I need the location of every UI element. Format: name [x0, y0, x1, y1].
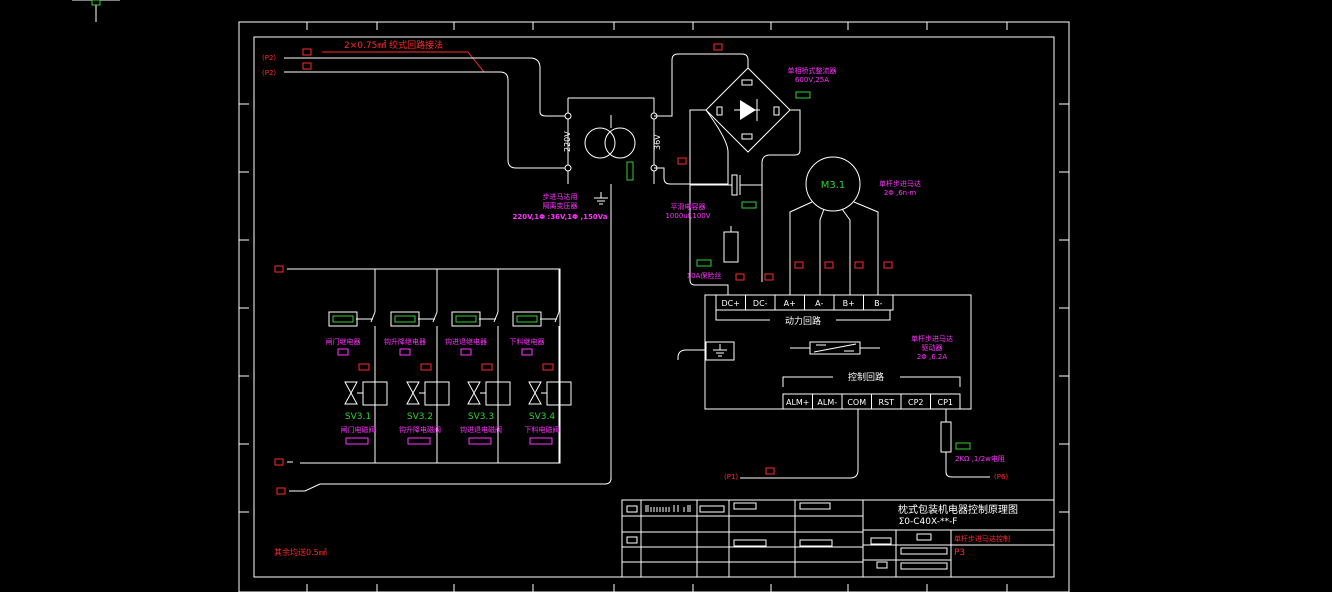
- remaining-wiring-note: 其余均送0.5㎟: [274, 547, 327, 557]
- valve-caption: 下料电磁阀: [525, 425, 560, 434]
- transformer-primary: 220V: [563, 131, 572, 152]
- terminal-p1: (P1): [724, 473, 738, 481]
- isolation-transformer: 220V 36V: [563, 97, 662, 480]
- driver-power-terminals: DC+ DC- A+ A- B+ B-: [715, 294, 894, 311]
- control-loop-label: 控制回路: [848, 371, 884, 383]
- control-terminal-label: ALM-: [817, 398, 837, 407]
- svg-text:隔离变压器: 隔离变压器: [543, 201, 578, 210]
- terminal-p6: (P6): [994, 473, 1008, 481]
- svg-text:单杆步进马达: 单杆步进马达: [911, 334, 953, 343]
- capacitor-caption: 平滑电容器 1000uf,100V: [665, 202, 710, 220]
- driver-caption: 单杆步进马达 驱动器 2Φ ,6.2A: [911, 334, 953, 361]
- title-block: 枕式包装机电器控制原理图 Σ0-C40X-**-F 单杆步进马达控制 P3: [621, 499, 1055, 578]
- power-terminal-label: B+: [843, 299, 855, 308]
- motor-caption: 单杆步进马达 2Φ ,6n·m: [879, 179, 921, 197]
- sheet-number: P3: [954, 548, 965, 558]
- svg-text:步进马达用: 步进马达用: [543, 192, 578, 201]
- title-block-barcode: [645, 505, 691, 512]
- relay-coil: [328, 311, 358, 327]
- wiring-note: 2×0.75㎟ 绞式回路接法: [322, 39, 485, 73]
- transformer-caption: 步进马达用 隔离变压器 220V,1Φ :36V,1Φ ,150Va: [512, 192, 607, 221]
- smoothing-capacitor: [677, 157, 762, 209]
- rectifier-caption: 单相桥式整流器 600V,25A: [788, 66, 837, 84]
- power-terminal-label: A+: [784, 299, 796, 308]
- svg-text:平滑电容器: 平滑电容器: [671, 202, 706, 211]
- relay-coil: [390, 311, 420, 327]
- control-terminal-label: CP1: [938, 398, 954, 407]
- relay-unit-3: 钩进退继电器 SV3.3 钩进退电磁阀: [445, 269, 511, 463]
- ucs-icon: [72, 0, 120, 22]
- terminal-p2-bottom: (P2): [262, 62, 312, 77]
- control-terminal-label: COM: [847, 398, 866, 407]
- driver-control-terminals: ALM+ ALM- COM RST CP2 CP1: [782, 393, 961, 410]
- svg-text:单相桥式整流器: 单相桥式整流器: [788, 66, 837, 75]
- valve-tag: SV3.3: [468, 412, 494, 422]
- valve-caption: 闸门电磁阀: [341, 425, 376, 434]
- bridge-rectifier: [705, 43, 811, 153]
- svg-text:2Φ ,6.2A: 2Φ ,6.2A: [917, 353, 948, 361]
- solenoid-valve: [485, 381, 511, 406]
- relay-coil: [451, 311, 481, 327]
- resistor-caption: 2KΩ ,1/2w电阻: [955, 454, 1005, 463]
- relay-coil: [512, 311, 542, 327]
- power-loop-label: 动力回路: [785, 315, 821, 327]
- fuse-caption: 10A保险丝: [687, 271, 722, 280]
- power-terminal-label: B-: [874, 299, 882, 308]
- svg-text:(P2): (P2): [262, 54, 276, 62]
- drawing-title: 枕式包装机电器控制原理图: [898, 503, 1018, 516]
- valve-caption: 钩进退电磁阀: [460, 425, 502, 434]
- valve-caption: 钩升降电磁阀: [399, 425, 441, 434]
- terminal-bminus: [863, 294, 894, 311]
- svg-text:2Φ ,6n·m: 2Φ ,6n·m: [884, 189, 917, 197]
- solenoid-valve: [362, 381, 388, 406]
- relay-valve-bank: 闸门继电器 SV3.1 闸门电磁阀 钩升降继电器 SV3.2 钩升降电磁阀 钩进退继电器 SV…: [274, 265, 612, 495]
- svg-text:驱动器: 驱动器: [922, 343, 943, 352]
- wiring-note-text: 2×0.75㎟ 绞式回路接法: [344, 39, 443, 51]
- control-terminal-label: RST: [878, 398, 894, 407]
- motor-label: M3.1: [821, 180, 846, 191]
- transformer-secondary: 36V: [653, 134, 662, 150]
- power-terminal-label: DC-: [753, 299, 768, 308]
- terminal-p2-top: (P2): [262, 48, 312, 62]
- fuse: 10A保险丝: [687, 226, 774, 281]
- svg-text:220V,1Φ :36V,1Φ ,150Va: 220V,1Φ :36V,1Φ ,150Va: [512, 213, 607, 221]
- power-terminal-label: DC+: [722, 299, 740, 308]
- power-terminal-label: A-: [815, 299, 823, 308]
- valve-tag: SV3.2: [407, 412, 433, 422]
- stepper-motor: M3.1: [789, 156, 893, 295]
- valve-tag: SV3.1: [345, 412, 371, 422]
- solenoid-valve: [546, 381, 572, 406]
- relay-unit-4: 下料继电器 SV3.4 下料电磁阀: [510, 269, 572, 463]
- relay-caption: 闸门继电器: [326, 337, 361, 346]
- relay-caption: 钩升降继电器: [384, 337, 426, 346]
- solenoid-valve: [424, 381, 450, 406]
- resistor: 2KΩ ,1/2w电阻: [940, 421, 1005, 463]
- svg-text:1000uf,100V: 1000uf,100V: [665, 212, 710, 220]
- svg-text:单杆步进马达: 单杆步进马达: [879, 179, 921, 188]
- control-terminal-label: ALM+: [786, 398, 810, 407]
- relay-caption: 钩进退继电器: [445, 337, 487, 346]
- terminal-cp1: [930, 393, 961, 410]
- svg-text:(P2): (P2): [262, 69, 276, 77]
- relay-unit-2: 钩升降继电器 SV3.2 钩升降电磁阀: [384, 269, 450, 463]
- stepper-driver: DC+ DC- A+ A- B+ B- 动力回路 控制回路 ALM+ ALM- COM RST C…: [677, 294, 972, 410]
- ground-symbol-transformer: [594, 192, 608, 205]
- drawing-number: Σ0-C40X-**-F: [899, 517, 958, 527]
- drawing-subtitle: 单杆步进马达控制: [954, 534, 1010, 543]
- control-terminal-label: CP2: [908, 398, 924, 407]
- valve-tag: SV3.4: [529, 412, 555, 422]
- relay-caption: 下料继电器: [510, 337, 545, 346]
- relay-unit-1: 闸门继电器 SV3.1 闸门电磁阀: [326, 269, 388, 463]
- svg-text:600V,25A: 600V,25A: [795, 76, 829, 84]
